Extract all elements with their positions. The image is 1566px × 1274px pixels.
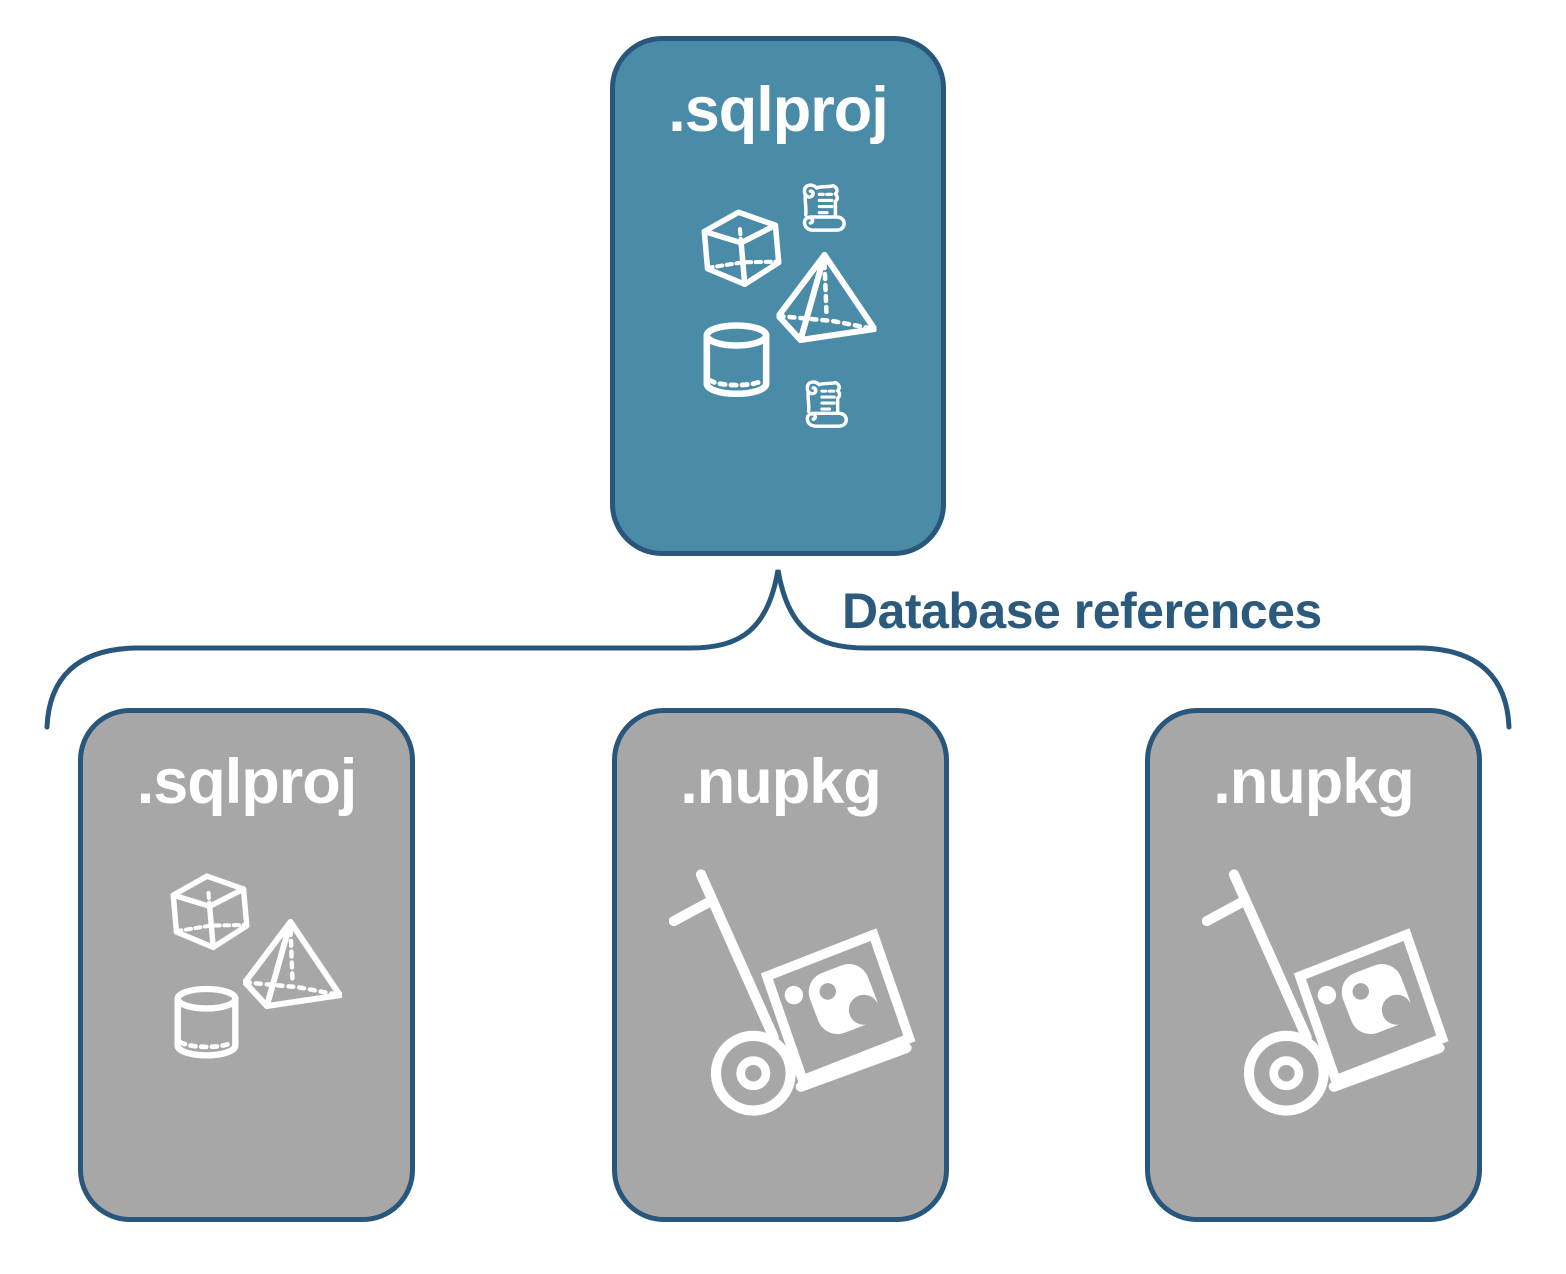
pyramid-icon (776, 251, 877, 344)
node-root-sqlproj: .sqlproj (610, 36, 946, 556)
cylinder-icon (702, 321, 771, 401)
script-scroll-icon (798, 180, 851, 234)
node-child-nupkg-1: .nupkg (612, 708, 949, 1222)
pyramid-icon (242, 918, 343, 1010)
cube-icon (696, 201, 788, 292)
script-scroll-icon (801, 377, 853, 430)
connector-label: Database references (842, 583, 1322, 639)
node-child-sqlproj: .sqlproj (78, 708, 415, 1222)
nuget-package-hand-truck-icon (1202, 863, 1454, 1171)
node-child-nupkg-2: .nupkg (1145, 708, 1482, 1222)
node-title: .nupkg (1213, 747, 1414, 817)
node-title: .sqlproj (668, 75, 889, 145)
cylinder-icon (173, 984, 240, 1063)
node-title: .nupkg (680, 747, 881, 817)
nuget-package-hand-truck-icon (669, 863, 921, 1171)
node-title: .sqlproj (136, 747, 358, 817)
